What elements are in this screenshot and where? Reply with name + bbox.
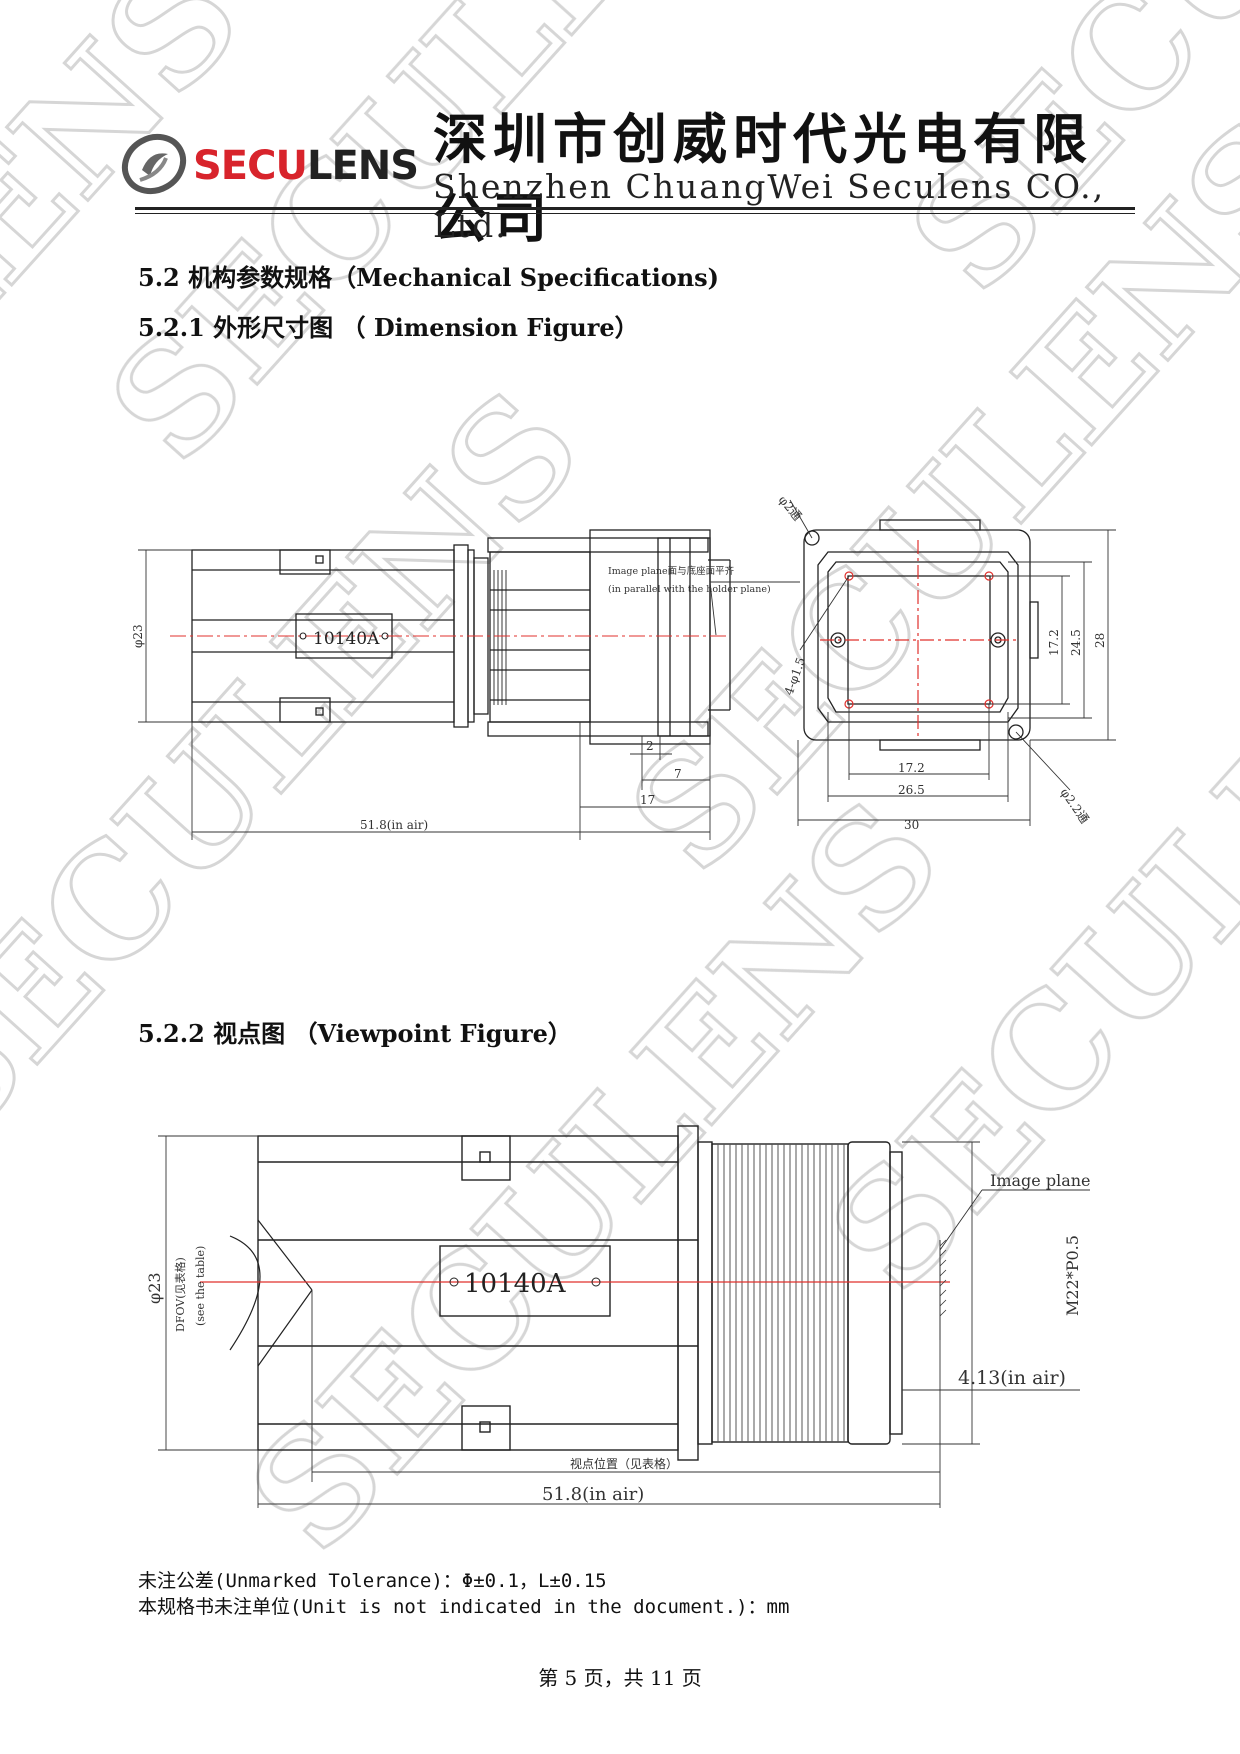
image-plane-cn-label: Image plane面与底座面平齐 (608, 565, 735, 577)
header-rule-thin (135, 213, 1135, 214)
logo-wordmark: SECULENS (193, 143, 419, 189)
part-label: 10140A (313, 629, 380, 649)
dim-30-label: 30 (904, 818, 919, 832)
dim-17-2-v-label: 17.2 (1047, 629, 1061, 656)
section-heading-5-2-1: 5.2.1 外形尺寸图 （ Dimension Figure） (138, 313, 639, 342)
tolerance-note: 未注公差(Unmarked Tolerance)：Φ±0.1，L±0.15 (138, 1570, 607, 1592)
hole-bottom-label: φ2.2通 (1058, 786, 1092, 826)
dim-17-2-h-label: 17.2 (898, 761, 925, 775)
dim-7-label: 7 (674, 767, 682, 781)
header-rule-thick (135, 207, 1135, 210)
image-plane-label: Image plane (990, 1171, 1091, 1190)
hole-top-label: φ2通 (776, 493, 805, 523)
section-heading-5-2: 5.2 机构参数规格（Mechanical Specifications) (138, 263, 720, 292)
dimension-figure-side: φ23 2 7 17 51.8(in air) Image plane面与底座面… (131, 529, 800, 840)
company-name-cn: 深圳市创威时代光电有限公司 (433, 108, 1093, 250)
dim-28-label: 28 (1093, 633, 1107, 648)
dim-diameter-label: φ23 (145, 1272, 164, 1304)
back-focus-label: 4.13(in air) (958, 1367, 1066, 1389)
unit-note: 本规格书未注单位(Unit is not indicated in the do… (138, 1596, 790, 1618)
thread-spec-label: M22*P0.5 (1063, 1235, 1082, 1316)
page-number: 第 5 页，共 11 页 (538, 1666, 702, 1690)
total-length-label: 51.8(in air) (542, 1484, 644, 1505)
viewpoint-position-label: 视点位置（见表格） (570, 1456, 678, 1471)
dim-diameter-label: φ23 (131, 624, 145, 648)
logo-text-dark: LENS (306, 143, 419, 189)
logo-text-red: SECU (193, 143, 308, 189)
section-heading-5-2-2: 5.2.2 视点图 （Viewpoint Figure） (138, 1019, 572, 1048)
dim-24-5-label: 24.5 (1069, 629, 1083, 656)
dfov-en-label: (see the table) (194, 1246, 207, 1326)
image-plane-en-label: (in parallel with the holder plane) (608, 584, 771, 595)
dim-2-label: 2 (646, 739, 654, 753)
page-header: SECULENS 深圳市创威时代光电有限公司 Shenzhen ChuangWe… (115, 95, 1135, 250)
dim-total-label: 51.8(in air) (360, 818, 428, 832)
logo-icon (121, 133, 187, 195)
company-name-en: Shenzhen ChuangWei Seculens CO., Ltd. (433, 167, 1106, 245)
dim-26-5-label: 26.5 (898, 783, 925, 797)
dimension-figure-front: φ2通 4-φ1.5 φ2.2通 17.2 26.5 30 17.2 24.5 … (776, 493, 1116, 832)
part-label: 10140A (464, 1269, 567, 1299)
viewpoint-figure: 10140A φ23 DFOV(见表格) (see the table) Ima… (145, 1125, 1091, 1508)
dfov-cn-label: DFOV(见表格) (173, 1257, 187, 1332)
dim-17-label: 17 (640, 793, 655, 807)
